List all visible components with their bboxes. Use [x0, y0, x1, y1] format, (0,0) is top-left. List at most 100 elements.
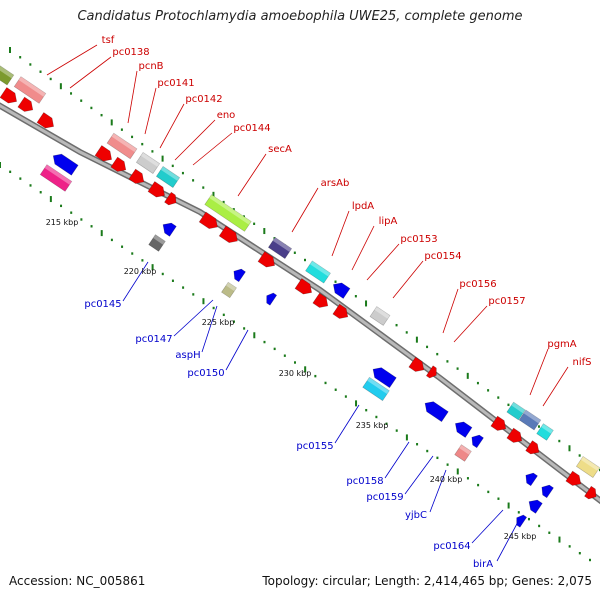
gene-feature — [155, 166, 181, 188]
gene-feature — [425, 365, 437, 379]
gene-arrow — [36, 112, 54, 129]
gene-label-forward: pc0156 — [459, 279, 496, 290]
gene-feature — [362, 376, 390, 402]
label-leader-forward — [144, 87, 157, 135]
gene-arrow — [164, 191, 177, 206]
gene-arrow — [52, 153, 79, 176]
tick-dot — [304, 366, 307, 373]
gene-box-highlight — [541, 423, 554, 434]
tick-dot — [294, 361, 296, 364]
tick-dot — [466, 477, 469, 480]
tick-dot — [161, 272, 164, 276]
tick-dot — [110, 238, 113, 242]
tick-dot — [456, 468, 459, 475]
gene-label-reverse: pc0155 — [296, 441, 333, 452]
gene-arrow — [541, 484, 554, 499]
tick-dot — [558, 536, 561, 543]
gene-arrow — [0, 87, 17, 104]
gene-box — [362, 376, 390, 402]
tick-dot — [222, 313, 225, 317]
kbp-tick-label: 240 kbp — [430, 475, 463, 484]
gene-arrow — [218, 225, 238, 243]
gene-box — [454, 444, 472, 462]
gene-label-forward: lpdA — [352, 201, 374, 212]
tick-dot — [578, 551, 581, 555]
gene-box — [369, 306, 391, 326]
gene-label-forward: pc0157 — [488, 296, 525, 307]
label-leader-reverse — [334, 404, 360, 444]
gene-feature — [128, 168, 145, 184]
gene-label-forward: arsAb — [321, 178, 350, 189]
tick-dot — [304, 258, 306, 262]
gene-box — [536, 423, 554, 441]
gene-arrow — [506, 427, 523, 443]
gene-arrow — [425, 365, 437, 379]
gene-feature — [575, 456, 600, 478]
tick-dot — [161, 155, 164, 162]
gene-label-reverse: pc0158 — [346, 476, 383, 487]
gene-box-highlight — [44, 164, 72, 185]
tick-dot — [476, 381, 479, 385]
tick-dot — [9, 170, 12, 174]
gene-arrow — [147, 181, 165, 198]
tick-dot — [131, 252, 134, 255]
gene-box-highlight — [459, 444, 472, 455]
tick-dot — [131, 135, 134, 139]
label-leader-forward — [46, 44, 98, 76]
tick-dot — [436, 456, 439, 460]
gene-arrow — [312, 292, 329, 308]
tick-dot — [527, 517, 530, 521]
gene-feature — [305, 260, 331, 284]
tick-dot — [324, 381, 327, 385]
gene-label-forward: secA — [268, 144, 292, 155]
gene-labels: tsfpc0138pcnBpc0141pc0142enopc0144secAar… — [84, 35, 591, 570]
tick-dot — [507, 502, 510, 509]
tick-dot — [354, 295, 357, 298]
gene-box-highlight — [0, 64, 14, 79]
gene-feature — [257, 251, 275, 268]
tick-dot — [456, 367, 459, 370]
tick-dot — [19, 177, 22, 180]
gene-box-highlight — [153, 234, 166, 245]
tick-dot — [120, 128, 123, 131]
tick-dot — [436, 352, 439, 356]
gene-arrow — [162, 222, 177, 237]
tick-dot — [29, 184, 32, 187]
gene-feature — [471, 434, 484, 449]
tick-dot — [405, 434, 408, 441]
gene-feature — [148, 234, 166, 252]
gene-label-forward: pc0144 — [233, 123, 270, 134]
tick-dot — [141, 142, 144, 146]
tick-dot — [497, 497, 500, 500]
gene-arrow — [584, 485, 597, 500]
gene-label-forward: eno — [217, 110, 236, 121]
tick-dot — [9, 47, 11, 53]
gene-arrow — [528, 499, 543, 514]
tick-dot — [578, 454, 581, 457]
gene-box-highlight — [209, 194, 252, 225]
gene-box — [135, 152, 161, 174]
gene-box-highlight — [309, 260, 331, 277]
tick-dot — [517, 511, 520, 514]
tick-dot — [0, 162, 1, 168]
gene-feature — [584, 485, 597, 500]
gene-feature — [221, 281, 237, 299]
tick-dot — [232, 208, 235, 211]
gene-feature — [267, 237, 293, 259]
tick-dot — [90, 225, 93, 228]
gene-box-highlight — [272, 237, 292, 252]
gene-feature — [525, 472, 538, 487]
kbp-tick-label: 230 kbp — [279, 369, 312, 378]
gene-arrow — [516, 514, 528, 528]
gene-label-reverse: yjbC — [405, 510, 427, 521]
topology-text: Topology: circular; Length: 2,414,465 bp… — [262, 574, 592, 588]
gene-box — [106, 132, 138, 160]
map-title: Candidatus Protochlamydia amoebophila UW… — [77, 9, 523, 24]
gene-label-reverse: pc0164 — [433, 541, 470, 552]
tick-dot — [80, 99, 83, 102]
tick-dot — [202, 186, 205, 189]
tick-dot — [314, 374, 317, 378]
tick-dot — [273, 237, 276, 240]
tick-dot — [416, 443, 419, 446]
gene-box — [267, 237, 293, 259]
